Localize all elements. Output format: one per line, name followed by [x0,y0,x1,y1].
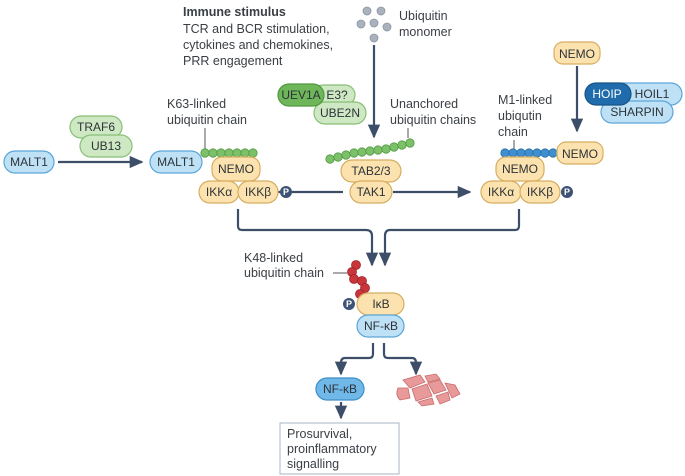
unanchored-ubiquitin-chain [325,138,415,164]
traf6-complex: TRAF6 UB13 [69,115,133,158]
outcome-box: Prosurvival, proinflammatory signalling [279,422,400,475]
outcome-line: Prosurvival, [287,427,352,441]
stimulus-line: TCR and BCR stimulation, [183,22,330,36]
arrows [58,45,584,420]
malt1-left: MALT1 [3,150,55,174]
svg-text:TAK1: TAK1 [356,185,385,199]
svg-text:P: P [564,187,570,197]
svg-text:NEMO: NEMO [218,162,254,176]
svg-text:P: P [346,299,352,309]
stimulus-line: cytokines and chemokines, [183,38,333,52]
svg-text:NEMO: NEMO [502,162,538,176]
m1-chain-label: chain [498,125,528,139]
malt1-right: MALT1 [149,150,203,174]
tab23: TAB2/3 [340,159,402,183]
lubac-complex: HOIL1 SHARPIN HOIP [584,82,683,124]
ikkb-left: IKKβ [237,180,279,204]
k63-ubiquitin-chain [200,148,258,158]
k63-chain-label: K63-linked [167,97,226,111]
nemo-left: NEMO [211,156,261,182]
stimulus-title: Immune stimulus [183,5,286,19]
ubiquitin-monomer [369,18,379,28]
m1-chain-label: M1-linked [498,93,552,107]
ubiquitin-monomer-label: monomer [399,25,452,39]
hoip [584,82,632,106]
ube2n [313,101,367,125]
immune-stimulus-text: Immune stimulus TCR and BCR stimulation,… [183,5,333,68]
arrow-to-proteasome [382,343,423,376]
k63-chain-label: ubiquitin chain [167,113,247,127]
uev1a [277,83,325,107]
outcome-line: proinflammatory [287,442,377,456]
svg-text:TAB2/3: TAB2/3 [351,164,390,178]
ubiquitin-monomer [356,19,366,29]
svg-text:NEMO: NEMO [562,147,598,161]
ubiquitin-monomer [376,6,386,16]
svg-text:NF-κB: NF-κB [364,319,398,333]
phospho-left: P [280,186,292,198]
svg-text:IKKα: IKKα [206,185,232,199]
k48-chain-label: ubiquitin chain [244,266,324,280]
ubiquitin-monomer [362,6,372,16]
nemo-top: NEMO [553,41,601,65]
svg-text:MALT1: MALT1 [10,155,48,169]
svg-text:IKKβ: IKKβ [245,185,271,199]
uev1a-complex: E3? UBE2N UEV1A [277,83,367,125]
unanchored-chains-label: Unanchored [390,97,458,111]
m1-ubiquitin-chain [500,148,558,158]
unanchored-chains-label: ubiquitin chains [390,113,476,127]
proteasome-degradation-icon [396,373,461,407]
svg-text:E3?: E3? [326,88,348,102]
svg-text:IKKα: IKKα [488,185,514,199]
svg-text:IKKβ: IKKβ [527,185,553,199]
svg-text:SHARPIN: SHARPIN [610,105,663,119]
arrow-to-free-nfkb [334,343,375,376]
ikka-right: IKKα [480,180,522,204]
phospho-right: P [561,186,573,198]
svg-text:UEV1A: UEV1A [281,88,320,102]
ikkb-right: IKKβ [519,180,561,204]
m1-chain-label: ubiqutin [498,109,542,123]
svg-text:HOIL1: HOIL1 [635,87,670,101]
arrow-ikk-left-to-ikb [236,209,379,267]
k48-chain-label: K48-linked [244,251,303,265]
stimulus-line: PRR engagement [183,54,283,68]
ikka-left: IKKα [198,180,240,204]
ubiquitin-monomer-label: Ubiquitin [399,9,448,23]
nfkb-complex: NF-κB [356,314,405,338]
svg-text:UBE2N: UBE2N [320,106,360,120]
nfkb-free: NF-κB [315,377,365,401]
phospho-ikb: P [343,298,355,310]
svg-text:TRAF6: TRAF6 [77,120,115,134]
svg-text:HOIP: HOIP [592,87,621,101]
sharpin [600,100,674,124]
svg-text:UB13: UB13 [91,139,121,153]
ubiquitin-monomer [369,33,379,43]
svg-text:P: P [283,187,289,197]
outcome-line: signalling [287,457,339,471]
ikb: IκB [356,292,405,316]
svg-text:MALT1: MALT1 [157,155,195,169]
svg-text:NEMO: NEMO [559,47,595,61]
svg-text:NF-κB: NF-κB [323,382,357,396]
ubiquitin-monomer [382,22,392,32]
nemo-right: NEMO [495,156,545,182]
ubiquitin-monomer-cluster [356,6,392,43]
svg-text:IκB: IκB [372,297,389,311]
nemo-chain: NEMO [556,141,604,165]
ub13 [79,134,133,158]
tak1: TAK1 [349,180,393,204]
arrow-ikk-right-to-ikb [378,209,521,267]
